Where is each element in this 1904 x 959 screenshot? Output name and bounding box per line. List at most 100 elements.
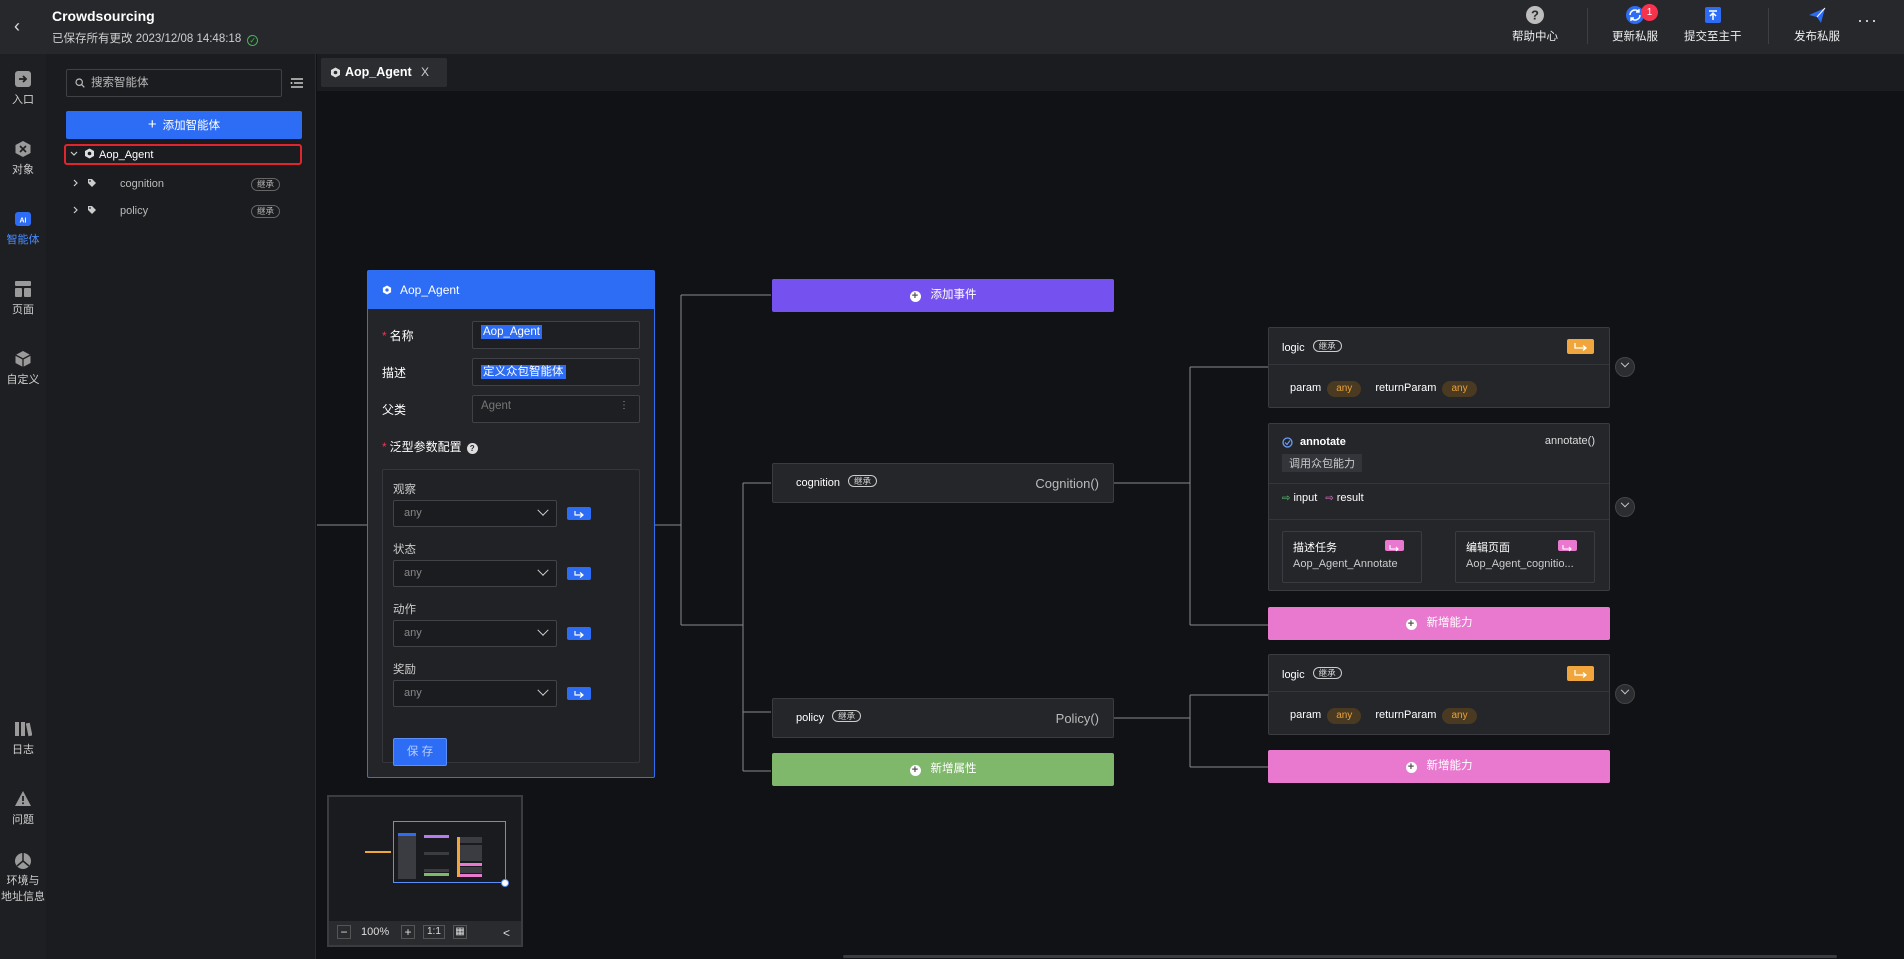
- zoom-in-button[interactable]: +: [401, 925, 415, 939]
- search-agent-input[interactable]: [66, 69, 282, 97]
- cognition-call: Cognition(): [1035, 476, 1099, 491]
- fit-view-icon[interactable]: ▦: [453, 925, 467, 939]
- add-ability-button-2[interactable]: +新增能力: [1268, 750, 1610, 783]
- chevron-down-icon[interactable]: [70, 150, 78, 158]
- logic-link-button[interactable]: [1567, 666, 1594, 681]
- nav-page-label: 页面: [12, 304, 34, 316]
- param-action-link-button[interactable]: [567, 627, 591, 640]
- nav-entry[interactable]: 入口: [0, 70, 46, 107]
- send-icon: [1809, 7, 1826, 23]
- divider: [1269, 364, 1609, 365]
- edit-page-link[interactable]: [1558, 540, 1577, 552]
- add-event-button[interactable]: +添加事件: [772, 279, 1114, 312]
- help-icon[interactable]: ?: [466, 443, 478, 454]
- save-button[interactable]: 保 存: [393, 738, 447, 766]
- tree-item-cognition[interactable]: cognition 继承: [46, 174, 316, 194]
- tree-item-aop-agent[interactable]: Aop_Agent: [64, 144, 302, 165]
- param-state-select[interactable]: any: [393, 560, 557, 587]
- nav-entry-label: 入口: [12, 94, 34, 106]
- expand-annotate-button[interactable]: [1615, 497, 1635, 517]
- param-name: param: [1290, 709, 1322, 721]
- horizontal-scrollbar[interactable]: [843, 955, 1837, 958]
- annotate-label: annotate: [1300, 436, 1346, 448]
- nav-log[interactable]: 日志: [0, 720, 46, 757]
- expand-logic-1-button[interactable]: [1615, 357, 1635, 377]
- nav-agent-label: 智能体: [6, 234, 40, 246]
- nav-issue[interactable]: 问题: [0, 790, 46, 827]
- param-reward-value: any: [404, 687, 422, 699]
- add-ability-button-1[interactable]: +新增能力: [1268, 607, 1610, 640]
- refresh-icon: [1626, 6, 1644, 24]
- param-observe-link-button[interactable]: [567, 507, 591, 520]
- parent-select[interactable]: Agent⋮: [472, 395, 640, 423]
- inherit-tag: 继承: [832, 710, 862, 722]
- minimap[interactable]: − 100% + 1:1 ▦ <: [327, 795, 523, 947]
- parent-label: 父类: [382, 403, 407, 417]
- add-attribute-button[interactable]: +新增属性: [772, 753, 1114, 786]
- agent-card-title: Aop_Agent: [400, 283, 460, 297]
- tree-item-policy[interactable]: policy 继承: [46, 201, 316, 221]
- logic-link-button[interactable]: [1567, 339, 1594, 354]
- param-reward-select[interactable]: any: [393, 680, 557, 707]
- list-menu-icon[interactable]: [290, 76, 304, 90]
- add-agent-label: 添加智能体: [162, 120, 221, 132]
- param-state-link-button[interactable]: [567, 567, 591, 580]
- annotate-node[interactable]: annotate annotate() 调用众包能力 ⇨ input⇨ resu…: [1268, 423, 1610, 591]
- publish-server-button[interactable]: 发布私服: [1794, 5, 1840, 44]
- return-type: any: [1442, 708, 1477, 724]
- update-server-button[interactable]: 1 更新私服: [1612, 4, 1658, 44]
- help-center-button[interactable]: ? 帮助中心: [1512, 5, 1558, 44]
- desc-label: 描述: [382, 366, 407, 380]
- param-reward-link-button[interactable]: [567, 687, 591, 700]
- nav-agent[interactable]: AI 智能体: [0, 210, 46, 247]
- link-arrow-icon: [1574, 670, 1588, 678]
- name-input[interactable]: Aop_Agent: [472, 321, 640, 349]
- describe-task-label: 描述任务: [1293, 542, 1337, 554]
- svg-text:?: ?: [1531, 8, 1539, 23]
- annotate-desc: 调用众包能力: [1282, 454, 1362, 472]
- link-arrow-icon: [574, 571, 584, 578]
- add-agent-button[interactable]: + 添加智能体: [66, 111, 302, 139]
- generic-params-box: 观察 any 状态 any 动作 any 奖励 any 保 存: [382, 469, 640, 766]
- describe-task-box[interactable]: 描述任务 Aop_Agent_Annotate: [1282, 531, 1422, 583]
- nav-object[interactable]: 对象: [0, 140, 46, 177]
- tab-bar: Aop_Agent X: [317, 54, 1904, 91]
- zoom-out-button[interactable]: −: [337, 925, 351, 939]
- param-action-select[interactable]: any: [393, 620, 557, 647]
- close-tab-icon[interactable]: X: [421, 65, 430, 79]
- desc-input[interactable]: 定义众包智能体: [472, 358, 640, 386]
- one-to-one-button[interactable]: 1:1: [423, 925, 445, 939]
- submit-trunk-button[interactable]: 提交至主干: [1684, 5, 1742, 44]
- edit-page-box[interactable]: 编辑页面 Aop_Agent_cognitio...: [1455, 531, 1595, 583]
- top-bar: ‹ Crowdsourcing 已保存所有更改 2023/12/08 14:48…: [0, 0, 1904, 54]
- nav-page[interactable]: 页面: [0, 280, 46, 317]
- minimap-resize-handle[interactable]: [501, 879, 509, 887]
- tag-icon: [88, 206, 96, 214]
- back-icon[interactable]: ‹: [14, 16, 20, 36]
- chevron-right-icon[interactable]: [72, 179, 80, 187]
- nav-custom[interactable]: 自定义: [0, 350, 46, 387]
- collapse-minimap-button[interactable]: <: [503, 926, 511, 940]
- chevron-right-icon[interactable]: [72, 206, 80, 214]
- plus-icon: +: [147, 116, 157, 133]
- nav-object-label: 对象: [12, 164, 34, 176]
- tree-cognition-label: cognition: [120, 178, 165, 190]
- link-arrow-icon: [574, 631, 584, 638]
- generic-label: *泛型参数配置?: [382, 438, 478, 455]
- zoom-level: 100%: [361, 926, 390, 938]
- describe-task-link[interactable]: [1385, 540, 1404, 552]
- more-icon[interactable]: ···: [1857, 10, 1878, 30]
- environment-icon: [15, 853, 31, 869]
- tab-aop-agent[interactable]: Aop_Agent X: [321, 58, 447, 87]
- minimap-viewport[interactable]: [393, 821, 506, 883]
- divider: [1269, 519, 1609, 520]
- param-name: param: [1290, 382, 1322, 394]
- param-observe-select[interactable]: any: [393, 500, 557, 527]
- expand-logic-2-button[interactable]: [1615, 684, 1635, 704]
- nav-env[interactable]: 环境与 地址信息: [0, 852, 46, 905]
